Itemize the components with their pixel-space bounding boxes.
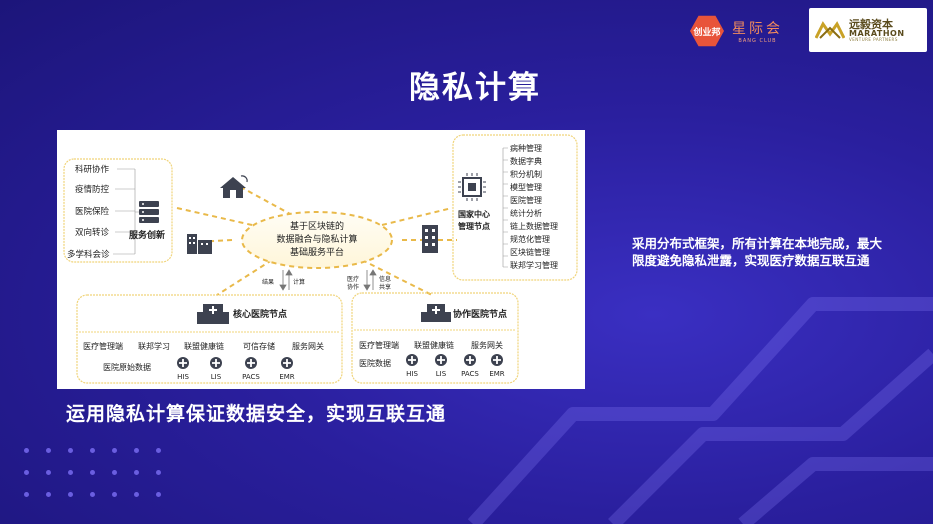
national-item: 链上数据管理 xyxy=(510,221,558,231)
collab-system: PACS xyxy=(461,370,479,378)
arrow-label-info: 信息 xyxy=(379,275,391,283)
marathon-sub: VENTURE PARTNERS xyxy=(849,36,898,42)
core-hospital-label: 核心医院节点 xyxy=(233,308,287,320)
arrow-label-compute: 计算 xyxy=(293,278,305,286)
center-line2: 数据融合与隐私计算 xyxy=(276,233,357,245)
core-data-label: 医院原始数据 xyxy=(103,362,151,372)
core-service: 服务网关 xyxy=(292,341,324,351)
collab-service: 联盟健康链 xyxy=(414,340,454,350)
marathon-cn: 远毅资本 xyxy=(849,17,893,31)
arrow-label-medical: 医疗 xyxy=(347,275,359,283)
collab-service: 医疗管理端 xyxy=(359,340,399,350)
service-item: 疫情防控 xyxy=(75,184,110,195)
core-service: 可信存储 xyxy=(243,341,275,351)
core-hospital-icon xyxy=(197,304,229,324)
chip-icon xyxy=(458,173,486,201)
center-line1: 基于区块链的 xyxy=(290,220,344,232)
chuangyebang-logo: 创业邦 星际会 BANG CLUB xyxy=(690,10,800,52)
national-center-label-line2: 管理节点 xyxy=(458,221,490,231)
arrow-label-collab: 协作 xyxy=(347,283,359,291)
service-item: 双向转诊 xyxy=(75,227,110,238)
national-center-label-line1: 国家中心 xyxy=(458,209,490,219)
collab-system: LIS xyxy=(436,370,447,378)
national-item: 统计分析 xyxy=(510,208,542,218)
core-system: EMR xyxy=(279,373,294,381)
office-building-icon xyxy=(187,234,212,254)
privacy-computing-diagram: 科研协作 疫情防控 医院保险 双向转诊 多学科会诊 服务创新 xyxy=(63,134,578,384)
service-innovation-label: 服务创新 xyxy=(129,229,165,241)
collab-system: EMR xyxy=(489,370,504,378)
core-service: 联盟健康链 xyxy=(184,341,224,351)
medical-cross-icon xyxy=(406,354,503,366)
side-description: 采用分布式框架，所有计算在本地完成，最大限度避免隐私泄露，实现医疗数据互联互通 xyxy=(632,236,883,268)
national-item: 规范化管理 xyxy=(510,234,550,244)
national-item: 医院管理 xyxy=(510,195,542,205)
chuangyebang-name: 星际会 xyxy=(732,21,783,37)
background-decoration xyxy=(467,297,933,524)
national-item: 联邦学习管理 xyxy=(510,260,558,270)
core-service: 联邦学习 xyxy=(138,341,170,351)
server-icon xyxy=(139,201,159,223)
marathon-logo: 远毅资本 MARATHON VENTURE PARTNERS xyxy=(809,8,927,52)
national-item: 模型管理 xyxy=(510,182,542,192)
core-system: HIS xyxy=(177,373,189,381)
service-innovation-box xyxy=(63,158,173,263)
house-icon xyxy=(220,175,248,198)
national-item: 积分机制 xyxy=(510,169,542,179)
arrow-label-result: 结果 xyxy=(262,278,274,286)
arrow-label-share: 共享 xyxy=(379,283,391,291)
chuangyebang-badge: 创业邦 xyxy=(690,15,724,47)
medical-cross-icon xyxy=(177,357,293,369)
chuangyebang-sub: BANG CLUB xyxy=(738,38,777,44)
national-center-box xyxy=(452,134,578,281)
service-item: 科研协作 xyxy=(75,164,110,175)
tower-building-icon xyxy=(422,225,438,253)
center-line3: 基础服务平台 xyxy=(290,246,344,258)
national-item: 病种管理 xyxy=(510,143,542,153)
collab-service: 服务网关 xyxy=(471,340,503,350)
service-item: 多学科会诊 xyxy=(67,249,110,260)
diagram-caption: 运用隐私计算保证数据安全，实现互联互通 xyxy=(66,403,447,425)
core-system: LIS xyxy=(211,373,222,381)
service-tree-lines xyxy=(113,168,140,255)
marathon-mark-icon xyxy=(815,21,845,39)
national-tree-lines xyxy=(502,147,508,268)
core-system: PACS xyxy=(242,373,260,381)
collab-hospital-box xyxy=(351,292,519,384)
service-item: 医院保险 xyxy=(75,206,110,217)
core-hospital-box xyxy=(76,294,343,384)
national-item: 区块链管理 xyxy=(510,247,550,257)
collab-system: HIS xyxy=(406,370,418,378)
collab-hospital-label: 协作医院节点 xyxy=(453,308,507,320)
flow-arrows xyxy=(279,269,377,291)
center-platform-ellipse xyxy=(241,211,393,269)
core-service: 医疗管理端 xyxy=(83,341,123,351)
marathon-en: MARATHON xyxy=(849,28,905,38)
collab-hospital-icon xyxy=(421,304,451,322)
diagram-panel: 科研协作 疫情防控 医院保险 双向转诊 多学科会诊 服务创新 xyxy=(57,130,585,389)
collab-data-label: 医院数据 xyxy=(359,358,391,368)
page-title: 隐私计算 xyxy=(409,70,541,106)
national-item: 数据字典 xyxy=(510,156,542,166)
